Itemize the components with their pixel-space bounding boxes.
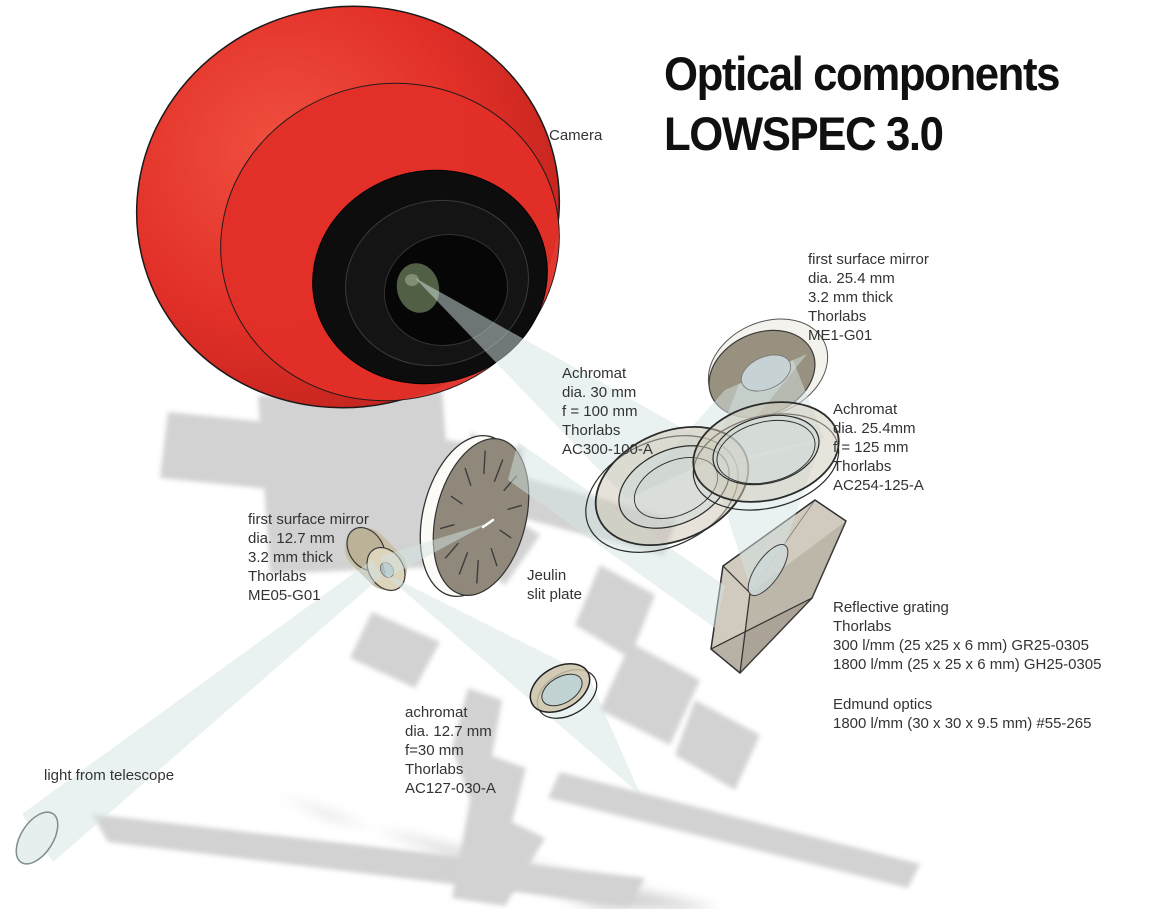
- label-achromat-ac127: achromat dia. 12.7 mm f=30 mm Thorlabs A…: [405, 704, 496, 797]
- slit-plate-face: [432, 438, 530, 596]
- label-mirror-me1: first surface mirror dia. 25.4 mm 3.2 mm…: [808, 251, 929, 344]
- title-line-1: Optical components: [664, 47, 1060, 100]
- shadow-left-of-grating: [575, 565, 700, 745]
- slit-tick: [483, 450, 486, 474]
- slit-tick: [476, 560, 479, 584]
- label-achromat-ac254: Achromat dia. 25.4mm f = 125 mm Thorlabs…: [833, 401, 924, 494]
- beam-mirror-to-slit: [381, 523, 489, 578]
- grating-bottom-face: [711, 598, 812, 673]
- slit-tick: [499, 529, 512, 539]
- reflective-grating: [710, 499, 847, 674]
- slit-glint: [481, 518, 495, 529]
- page-title: Optical components LOWSPEC 3.0: [664, 44, 1060, 164]
- bottom-shadow-clamp: [452, 688, 545, 906]
- label-light-source: light from telescope: [44, 767, 175, 784]
- bottom-shadow-band-right: [548, 772, 920, 888]
- ac254-inner-edge: [716, 420, 816, 484]
- grating-edge: [722, 565, 751, 594]
- slit-plate-ticks: [439, 450, 523, 584]
- beam-mirror-to-ac127: [382, 572, 588, 705]
- shadow-under-slit: [350, 612, 440, 688]
- lens-ac127: [529, 663, 598, 719]
- label-grating-thorlabs: Reflective grating Thorlabs 300 l/mm (25…: [833, 599, 1102, 673]
- grating-beam-spot: [747, 543, 789, 597]
- label-camera: Camera: [549, 127, 603, 144]
- slit-tick: [507, 504, 523, 511]
- grating-edge: [710, 597, 813, 650]
- title-line-2: LOWSPEC 3.0: [664, 107, 944, 160]
- slit-tick: [490, 547, 498, 567]
- slit-tick: [444, 542, 459, 559]
- slit-tick: [439, 523, 455, 530]
- ac127-glass: [541, 673, 583, 707]
- shadow-below-grating: [675, 700, 760, 790]
- beam-spots: [481, 354, 792, 597]
- lens-ac254: [692, 401, 840, 511]
- grating-edge: [739, 592, 751, 674]
- label-achromat-ac300: Achromat dia. 30 mm f = 100 mm Thorlabs …: [562, 365, 653, 458]
- beam-from-telescope: [22, 560, 382, 862]
- slit-tick: [493, 459, 504, 482]
- slit-tick: [450, 495, 463, 505]
- me1-beam-spot: [740, 354, 792, 392]
- slit-plate: [419, 434, 530, 598]
- grating-right-face: [740, 521, 846, 673]
- label-slit-plate: Jeulin slit plate: [527, 567, 583, 603]
- ac254-glass: [712, 414, 820, 486]
- label-grating-edmund: Edmund optics 1800 l/mm (30 x 30 x 9.5 m…: [833, 696, 1092, 732]
- telescope-beam-endcap: [15, 811, 59, 865]
- slit-tick: [458, 552, 469, 575]
- label-mirror-me05: first surface mirror dia. 12.7 mm 3.2 mm…: [248, 511, 369, 604]
- camera-sensor-highlight: [405, 274, 419, 286]
- slit-tick: [464, 467, 472, 487]
